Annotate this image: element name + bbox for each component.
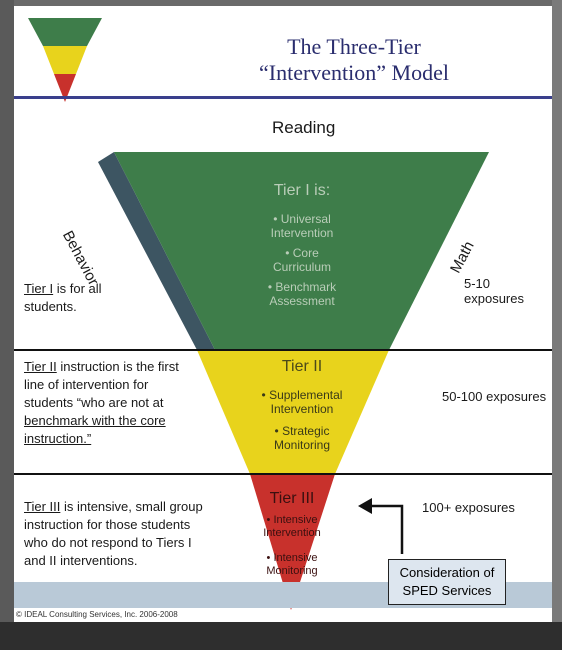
tier-3-desc-line: who do not respond to Tiers I [24,535,192,550]
tier-3-description: Tier III is intensive, small group instr… [24,498,203,570]
tier-1-desc-rest: is for all [53,281,102,296]
tier-1-bullet-line: • Core [285,246,319,260]
tier-3-desc-bold: Tier III [24,499,61,514]
tier-2-description: Tier II instruction is the first line of… [24,358,179,448]
title-rule [14,96,552,99]
tier-1-desc-bold: Tier I [24,281,54,296]
tier-2-desc-line: line of intervention for [24,377,149,392]
tier-divider-2 [14,473,552,475]
tier-1-bullet-line: • Benchmark [267,280,337,294]
tier-3-bullet-line: Intervention [263,527,321,539]
tier-1-exposures: 5-10 exposures [464,276,524,306]
reading-label: Reading [272,118,336,137]
slide-title: The Three-Tier “Intervention” Model [244,34,464,86]
tier-1-heading: Tier I is: [273,182,331,199]
arrow-connector [364,504,404,554]
logo-triangle-icon [28,18,102,102]
tier-1-bullet-line: Intervention [270,226,334,240]
arrow-head-icon [358,498,372,514]
tier-3-bullets: • Intensive Intervention • Intensive Mon… [252,514,332,578]
tier-2-region [197,350,389,474]
sped-services-box: Consideration of SPED Services [388,559,506,605]
tier-1-description: Tier I is for all students. [24,280,102,316]
tier-2-desc-line: benchmark with the core [24,413,166,428]
tier-divider-1 [14,349,552,351]
tier-1-region [114,152,489,350]
tier-3-bullet-line: Monitoring [266,565,318,577]
slide: The Three-Tier “Intervention” Model Read… [14,6,552,622]
bottom-frame [0,622,562,650]
tier-2-desc-rest: instruction is the first [56,359,179,374]
title-line-2: “Intervention” Model [259,60,449,85]
sped-line-1: Consideration of [399,565,495,580]
tier-2-bullet-line: Intervention [270,402,334,416]
tier-1-bullet-line: Assessment [269,294,335,308]
tier-1-bullets: • Universal Intervention • Core Curricul… [242,212,362,308]
tier-2-bullet-line: Monitoring [273,438,331,452]
tier-2-bullet-line: • Strategic [274,424,330,438]
tier-3-bullet-line: • Intensive [266,552,318,564]
tier-3-region [250,474,335,610]
tier-2-bullet-line: • Supplemental [261,388,343,402]
tier-3-desc-line: instruction for those students [24,517,191,532]
left-frame [0,0,14,650]
tier-1-bullet-line: • Universal [273,212,331,226]
tier-2-bullets: • Supplemental Intervention • Strategic … [242,388,362,452]
tier-3-bullet-line: • Intensive [266,514,318,526]
tier-1-bullet-line: Curriculum [272,260,331,274]
behavior-side-face [98,152,215,350]
tier-3-desc-rest: is intensive, small group [60,499,203,514]
tier-3-exposures: 100+ exposures [422,500,515,515]
right-frame [552,0,562,650]
title-line-1: The Three-Tier [287,34,421,59]
three-tier-pyramid [98,152,489,610]
tier-2-exposures: 50-100 exposures [442,389,547,404]
tier-2-heading: Tier II [281,358,323,375]
tier-2-desc-bold: Tier II [24,359,57,374]
tier-2-desc-line: students “who are not at [24,395,164,410]
sped-line-2: SPED Services [402,583,492,598]
tier-3-desc-line: and II interventions. [24,553,138,568]
tier-3-heading: Tier III [269,490,315,507]
tier-2-desc-line: instruction.” [24,431,92,446]
copyright-text: © IDEAL Consulting Services, Inc. 2006-2… [16,610,178,619]
tier-1-desc-line: students. [24,299,77,314]
